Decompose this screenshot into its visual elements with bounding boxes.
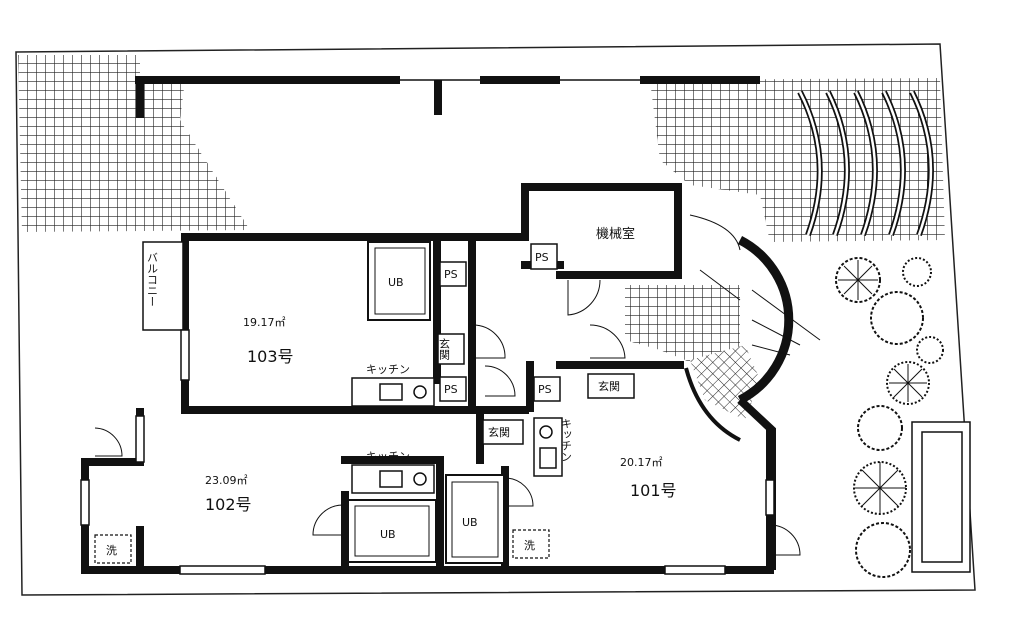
site-boundary (15, 43, 976, 596)
planter (911, 421, 971, 573)
windows (80, 329, 775, 575)
ub-label-103: UB (388, 276, 404, 289)
unit-102-area: 23.09㎡ (205, 474, 248, 487)
ub-label-101: UB (462, 516, 478, 529)
paving-left (18, 55, 250, 232)
ps-label-1: PS (444, 268, 458, 281)
unit-101-number: 101号 (630, 481, 677, 500)
kitchen-label-103: キッチン (366, 363, 410, 376)
entrance-label-102: 玄関 (488, 425, 510, 439)
kitchen-counters (351, 377, 563, 494)
unit-bath-boxes (347, 241, 505, 564)
ps-boxes (437, 243, 635, 445)
spiral-stair (684, 214, 821, 570)
door-swings (94, 279, 801, 556)
unit-103-area: 19.17㎡ (243, 316, 286, 329)
entrance-label-103: 玄関 (438, 337, 451, 360)
kitchen-label-102: キッチン (366, 450, 410, 463)
ub-label-102: UB (380, 528, 396, 541)
washer-label-102: 洗 (106, 544, 117, 557)
kitchen-label-101: キッチン (560, 418, 573, 462)
washer-boxes (94, 529, 550, 564)
balcony (142, 241, 184, 331)
paving-stair (625, 285, 740, 362)
unit-102-number: 102号 (205, 495, 252, 514)
balcony-text: バルコニー (146, 252, 159, 307)
ps-label-4: PS (538, 383, 552, 396)
balcony-label: バルコニー (146, 252, 159, 307)
unit-101-area: 20.17㎡ (620, 456, 663, 469)
entrance-label-101: 玄関 (598, 379, 620, 393)
ps-label-3: PS (535, 251, 549, 264)
ps-label-2: PS (444, 383, 458, 396)
unit-103-number: 103号 (247, 347, 294, 366)
washer-label-101: 洗 (524, 539, 535, 552)
machine-room-label: 機械室 (596, 226, 635, 242)
upper-walls (135, 76, 760, 118)
